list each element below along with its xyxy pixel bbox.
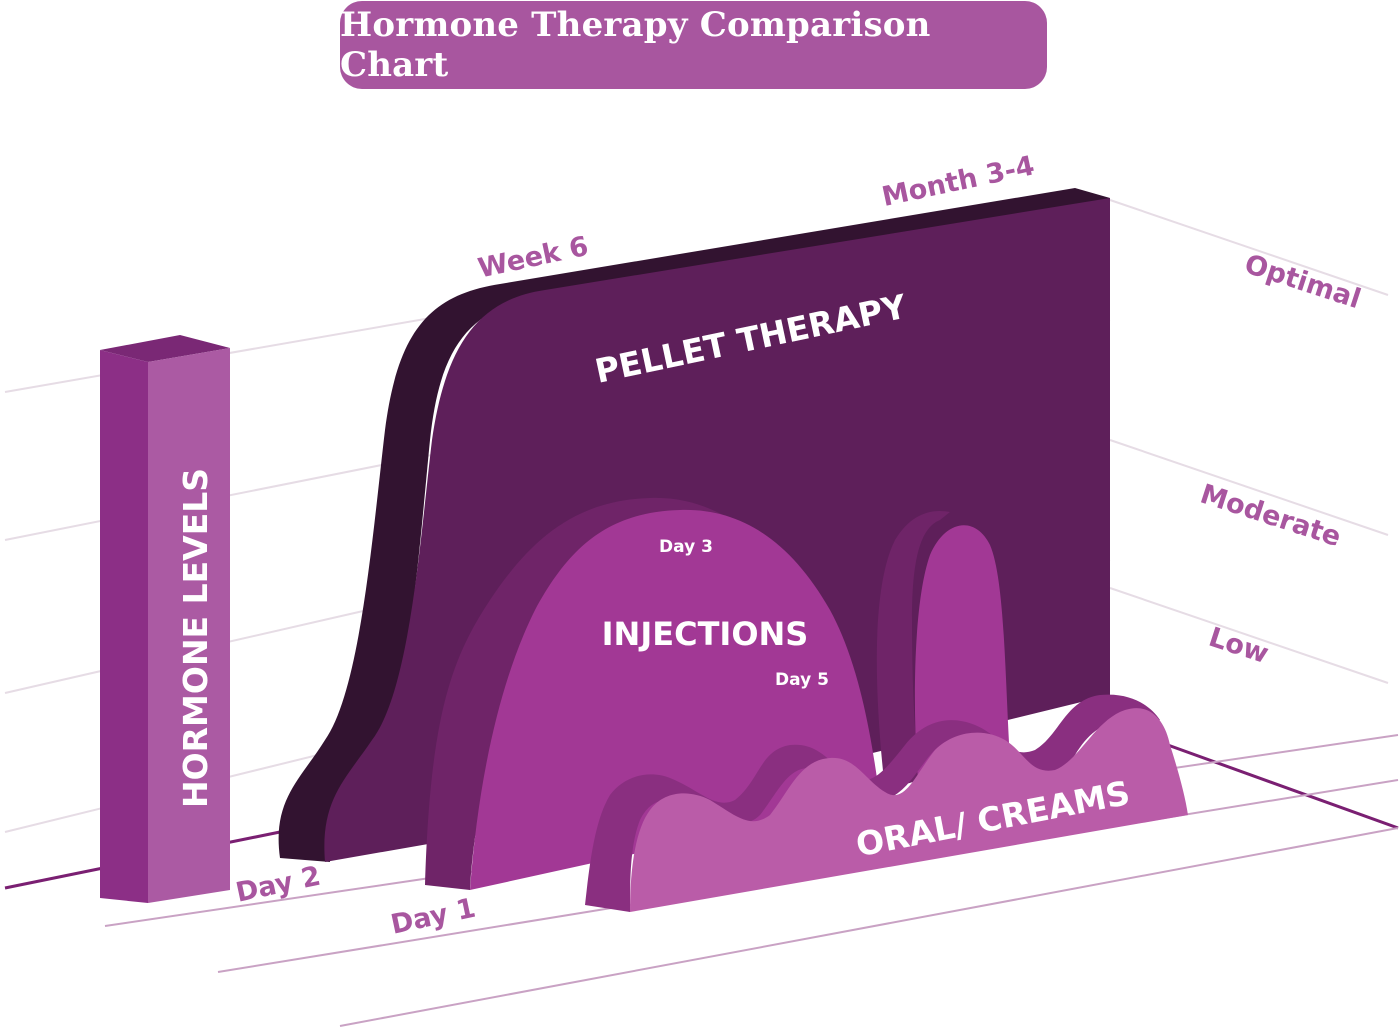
- injections-area: [425, 497, 1010, 890]
- bar-front: [148, 348, 230, 903]
- gridline: [1109, 439, 1389, 536]
- tick-label-day2: Day 2: [233, 861, 323, 909]
- injections-front: [470, 509, 880, 890]
- gridline: [1109, 199, 1389, 296]
- bar-side: [100, 350, 148, 903]
- injections-side: [425, 497, 760, 890]
- bar-top: [100, 335, 230, 362]
- floor-line: [1139, 733, 1399, 830]
- small-peak-side: [876, 510, 950, 790]
- level-label-low: Low: [1205, 622, 1272, 670]
- y-axis-label: HORMONE LEVELS: [176, 468, 215, 808]
- floor-line: [339, 827, 1399, 1027]
- series-label-injections: INJECTIONS: [602, 615, 809, 653]
- level-label-optimal: Optimal: [1241, 249, 1365, 316]
- tick-label-day5: Day 5: [775, 670, 829, 690]
- hormone-levels-bar: [100, 335, 230, 903]
- level-label-moderate: Moderate: [1196, 479, 1344, 554]
- tick-label-day1: Day 1: [388, 893, 478, 941]
- gridline: [1109, 587, 1389, 684]
- oral-creams-area: [585, 694, 1188, 912]
- chart-title: Hormone Therapy Comparison Chart: [340, 5, 931, 85]
- small-peak-front: [914, 525, 1010, 780]
- tick-label-day3: Day 3: [659, 537, 713, 557]
- oral-creams-front: [630, 708, 1188, 912]
- chart-title-banner: Hormone Therapy Comparison Chart: [340, 1, 1047, 89]
